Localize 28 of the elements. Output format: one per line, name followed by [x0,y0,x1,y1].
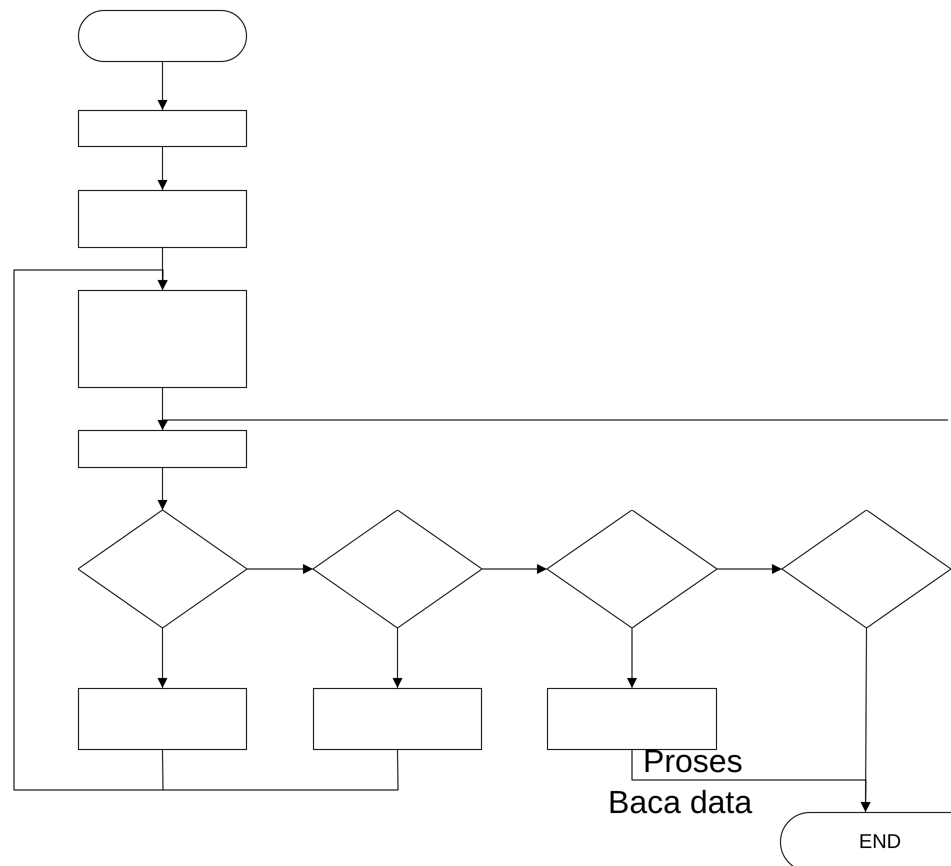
arrow [392,628,402,688]
process-box [78,430,247,468]
arrow [14,270,398,790]
decision-diamond [782,510,951,628]
terminal-shape [78,10,247,62]
process-box [78,290,247,388]
process-box [313,688,482,750]
terminal-shape [780,812,951,866]
label-text: Baca data [608,786,752,818]
arrow [627,628,637,688]
arrow [482,564,548,574]
arrow [716,564,782,574]
decision-diamond [547,510,717,628]
process-box [547,688,717,750]
node-text: END [858,830,902,854]
arrow [158,146,168,190]
arrow [158,468,168,510]
arrow [158,62,168,110]
process-box [78,190,247,248]
process-box [78,688,247,750]
arrow [158,420,948,430]
arrow [246,564,314,574]
arrow [632,750,871,812]
label-text: Proses [643,745,743,777]
process-box [78,110,247,147]
decision-diamond [313,510,482,628]
arrow [158,628,168,688]
decision-diamond [78,510,247,628]
